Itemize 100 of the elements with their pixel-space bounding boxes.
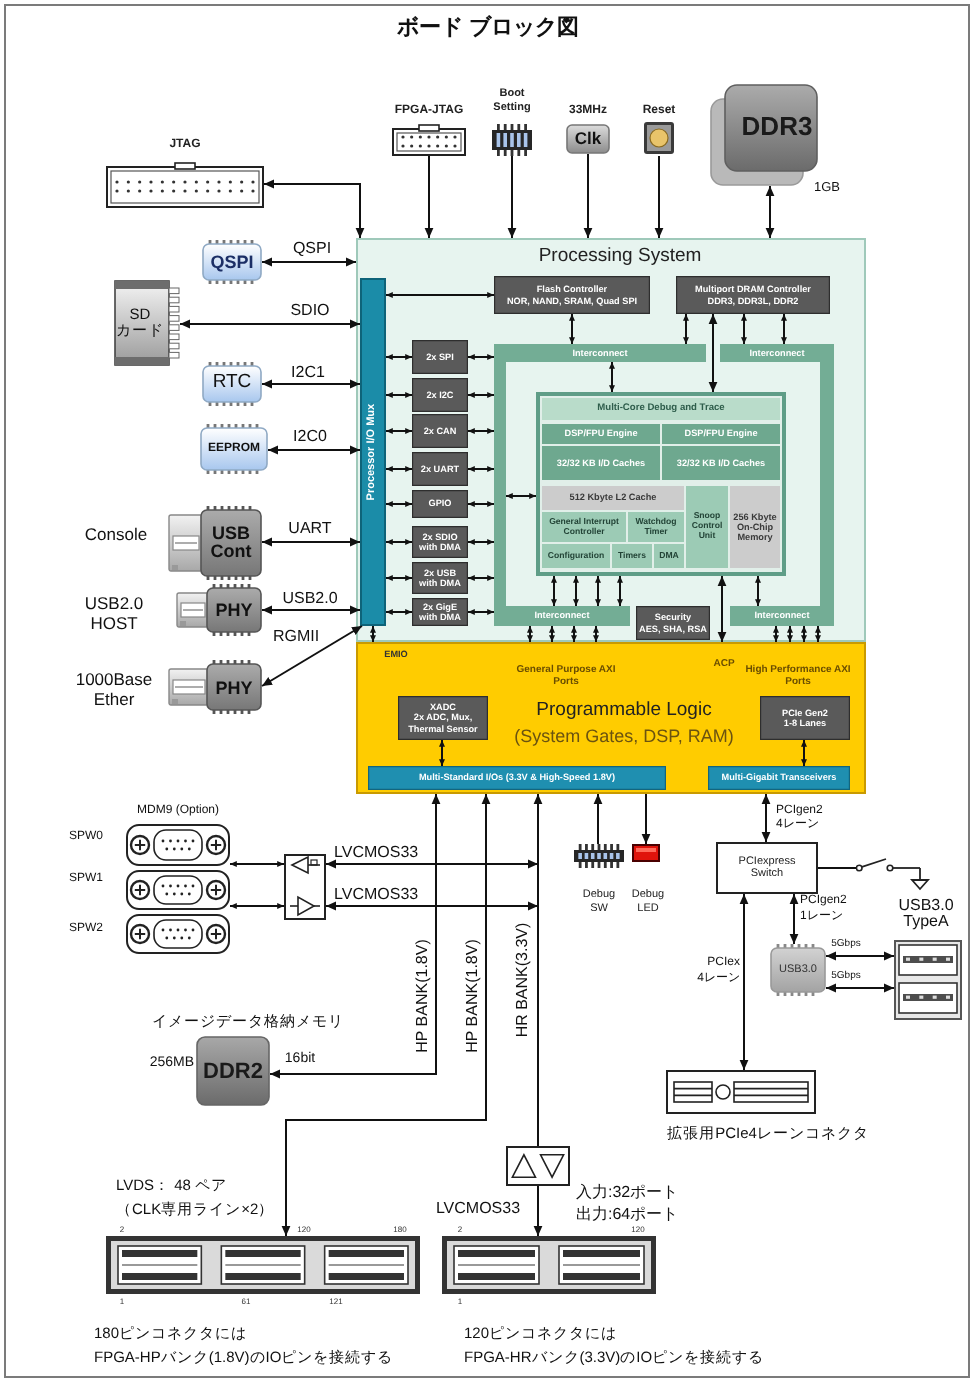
panel-title: Processing System [538,247,702,269]
connector-label: USB3.0 TypeA [896,897,956,933]
edge-label: QSPI [292,240,332,258]
double-arrow [229,861,285,867]
double-arrow [683,313,689,345]
double-arrow [505,493,537,499]
double-arrow [467,539,495,545]
arrow [583,153,593,239]
double-arrow [385,428,413,434]
double-arrow [765,185,775,239]
double-arrow [467,354,495,360]
double-arrow [787,625,793,643]
double-arrow [385,392,413,398]
line [537,905,539,1147]
double-arrow [825,951,895,961]
edge-label: HR BANK(3.3V) [515,922,533,1038]
system-panel [356,238,866,642]
port-label: USB2.0 HOST [82,594,146,634]
double-arrow [261,257,357,267]
double-arrow [261,379,361,389]
double-arrow [325,901,539,911]
port-label: Console [84,526,148,546]
port-label: 1000Base Ether [74,670,154,710]
double-arrow [467,501,495,507]
edge-label: I2C0 [293,429,327,447]
double-arrow [551,575,557,607]
double-arrow [761,793,771,843]
function-block [636,606,710,640]
chip-label: PHY [215,599,253,621]
panel-title: Programmable Logic [536,701,712,723]
chip-label: DDR3 [741,113,813,143]
double-arrow [717,575,727,643]
arrow [593,793,603,845]
title: ボード ブロック図 [396,15,580,41]
chip-label: PHY [215,676,253,698]
double-arrow [595,575,601,607]
arrow [507,155,517,239]
panel-subtitle: (System Gates, DSP, RAM) [514,725,734,747]
edge-label: LVCMOS33 [435,1201,521,1219]
double-arrow [773,625,779,643]
double-arrow [739,893,749,1071]
double-arrow [267,445,361,455]
double-arrow [261,537,361,547]
double-arrow [385,575,413,581]
double-arrow [467,575,495,581]
double-arrow [385,292,495,298]
edge-label: HP BANK(1.8V) [465,939,483,1053]
double-arrow [801,625,807,643]
edge-label: HP BANK(1.8V) [415,939,433,1053]
double-arrow [467,609,495,615]
double-arrow [801,739,807,767]
double-arrow [549,625,555,643]
note: 出力:64ポート [576,1206,679,1224]
double-arrow [385,466,413,472]
function-block [760,696,850,740]
arrow [654,155,664,239]
edge-label: RGMII [272,629,320,647]
double-arrow [527,625,533,643]
core-cluster [536,392,786,576]
double-arrow [229,903,285,909]
arrow [641,793,651,845]
double-arrow [179,319,361,329]
double-arrow [609,361,615,393]
edge-label: USB2.0 [282,590,338,608]
double-arrow [617,575,623,607]
double-arrow [571,625,577,643]
double-arrow [741,313,747,345]
note: 入力:32ポート [576,1184,679,1202]
edge-label: LVCMOS33 [334,887,419,905]
clock-label: Clk [574,129,602,149]
double-arrow [385,609,413,615]
double-arrow [825,983,895,993]
double-arrow [467,466,495,472]
double-arrow [789,893,799,945]
double-arrow [281,793,491,1237]
edge-label: UART [288,520,332,538]
chip-label: RTC [212,373,252,395]
double-arrow [385,539,413,545]
logic-panel [356,642,866,794]
double-arrow [370,625,376,643]
chip-label: USB Cont [208,524,254,562]
double-arrow [569,313,575,345]
double-arrow [263,179,365,239]
chip-label: QSPI [210,251,254,273]
edge-label: SDIO [290,303,330,321]
double-arrow [755,575,761,607]
double-arrow [781,313,787,345]
double-arrow [385,354,413,360]
function-block [398,696,488,740]
arrow [533,1185,543,1237]
arrow [424,155,434,239]
double-arrow [261,625,363,687]
edge-label: I2C1 [291,364,325,382]
double-arrow [467,392,495,398]
double-arrow [439,739,445,767]
double-arrow [708,313,718,393]
function-block [494,276,650,314]
line [817,867,857,869]
double-arrow [467,428,495,434]
double-arrow [385,501,413,507]
